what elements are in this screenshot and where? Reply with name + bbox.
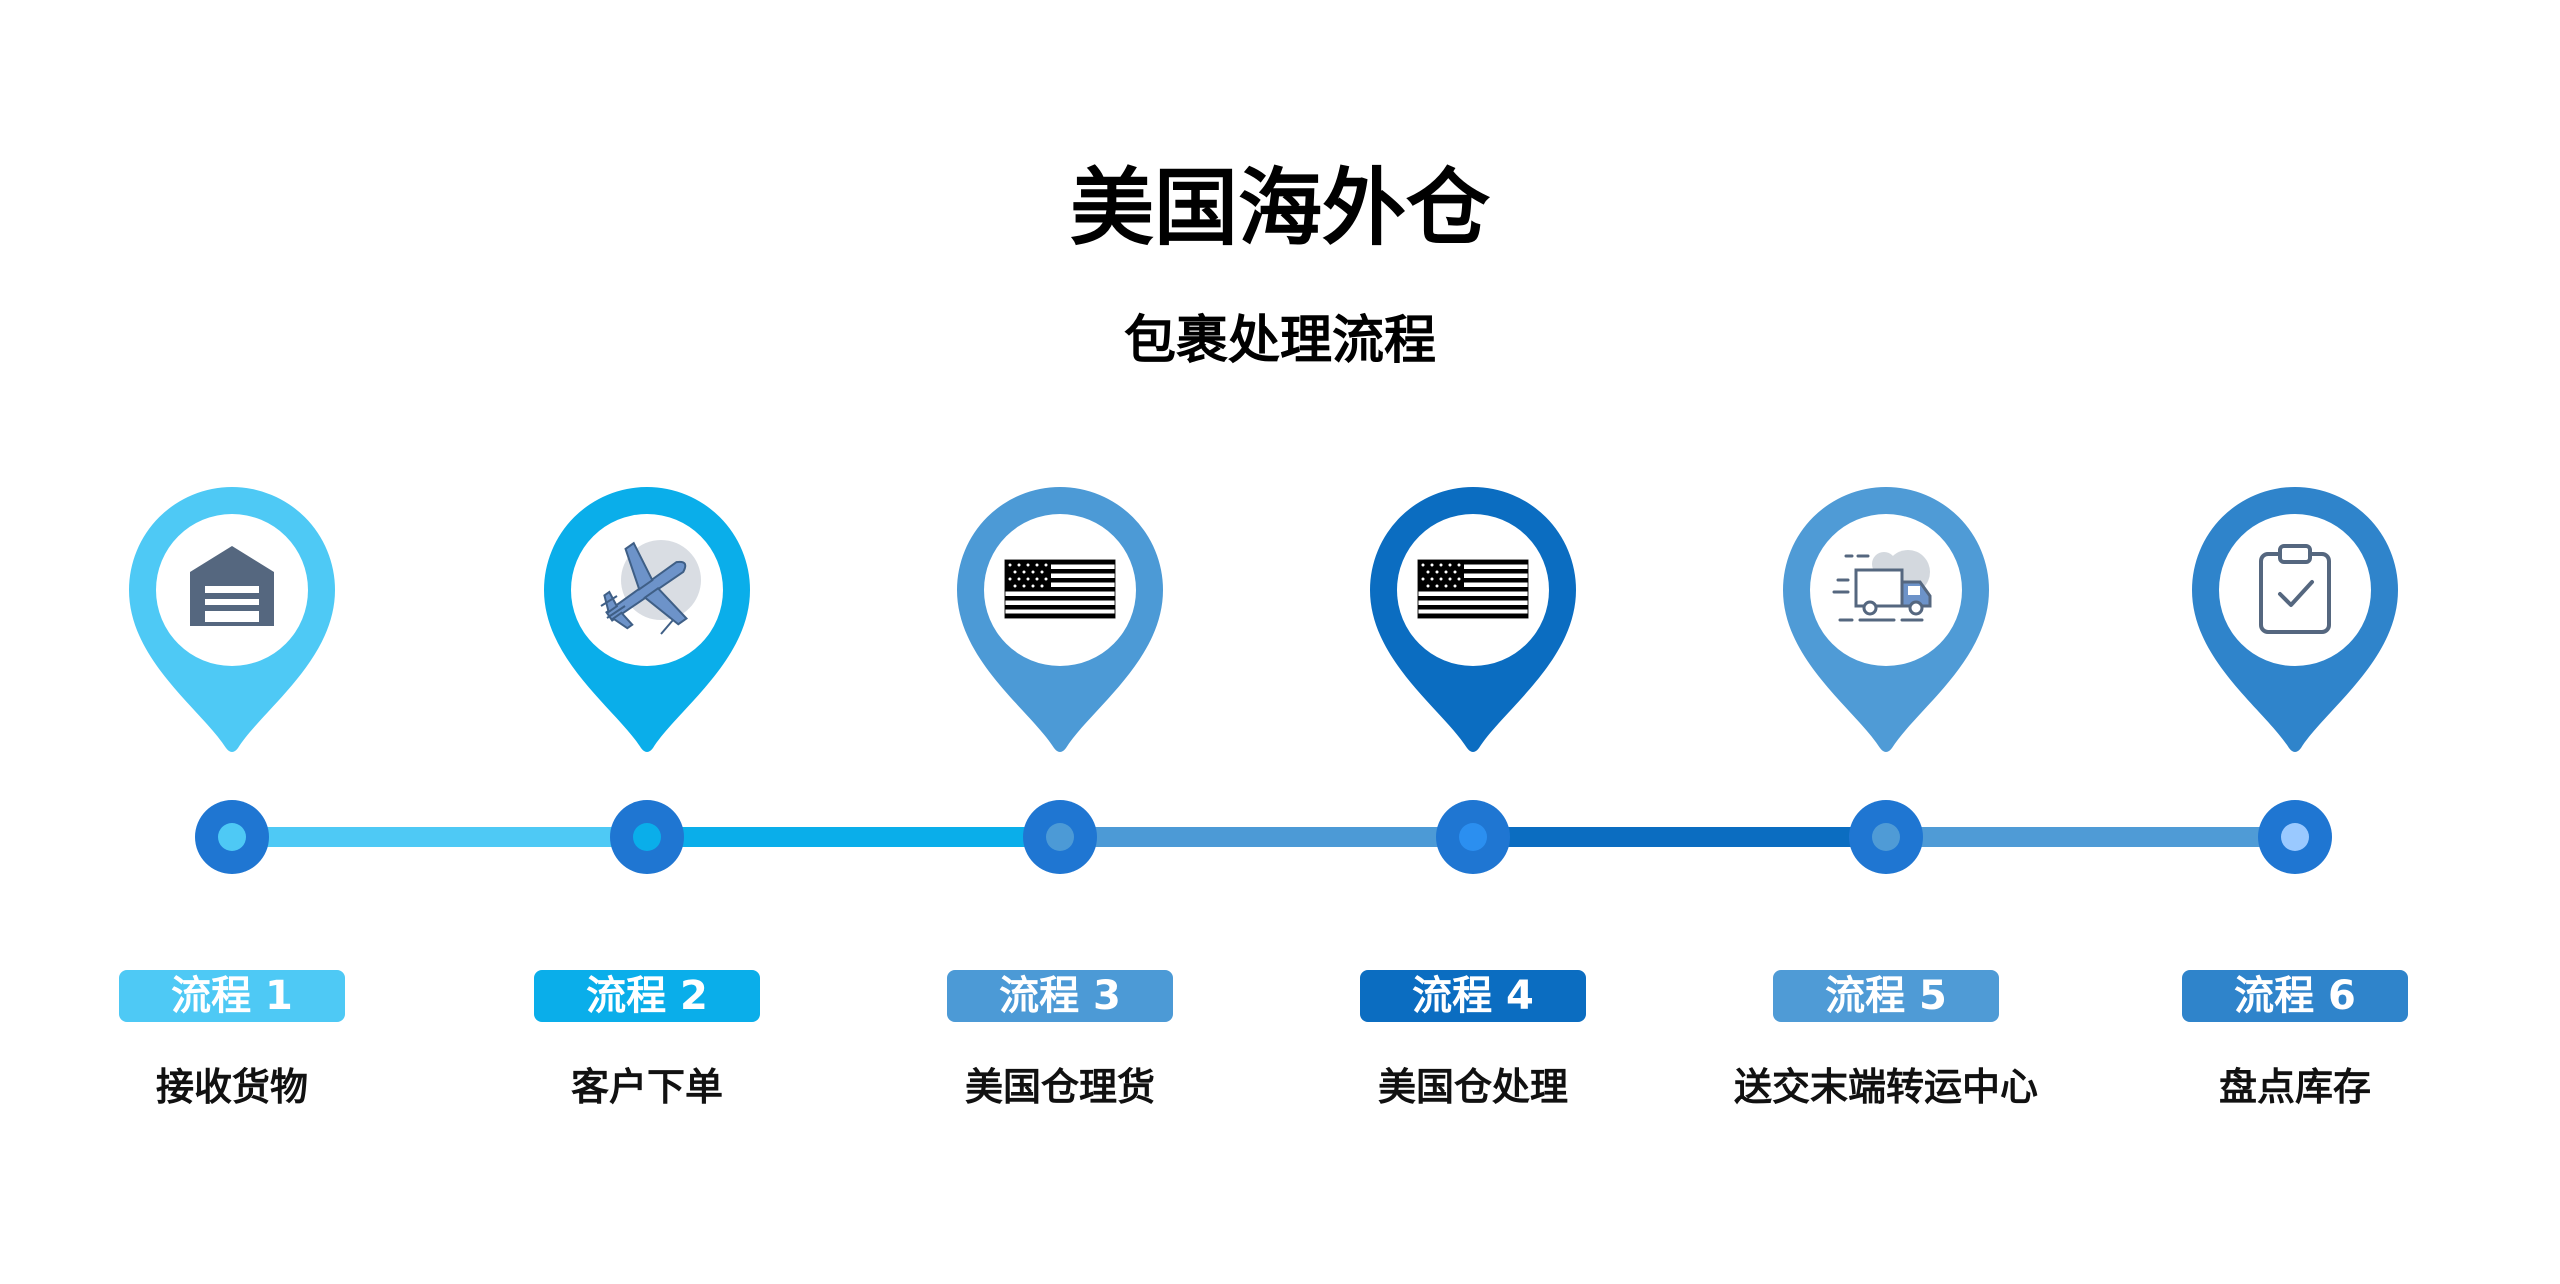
- step-1-badge: 流程 1: [119, 970, 345, 1022]
- clipboard-check-icon: [2259, 544, 2331, 634]
- step-2-name: 客户下单: [570, 1065, 723, 1109]
- timeline-node-2: [610, 800, 684, 874]
- step-1-pin: [129, 487, 335, 752]
- timeline-node-5: [1849, 800, 1923, 874]
- step-3-badge: 流程 3: [947, 970, 1173, 1022]
- us-flag-icon: [1004, 559, 1116, 619]
- step-4-pin: [1370, 487, 1576, 752]
- timeline-node-4: [1436, 800, 1510, 874]
- step-3-pin: [957, 487, 1163, 752]
- timeline-node-6: [2258, 800, 2332, 874]
- timeline-node-1: [195, 800, 269, 874]
- step-5-badge: 流程 5: [1773, 970, 1999, 1022]
- step-5-pin: [1783, 487, 1989, 752]
- step-4-name: 美国仓处理: [1377, 1065, 1568, 1109]
- step-1-name: 接收货物: [155, 1065, 308, 1109]
- timeline-node-3: [1023, 800, 1097, 874]
- step-6-pin: [2192, 487, 2398, 752]
- step-2-pin: [544, 487, 750, 752]
- step-5-name: 送交末端转运中心: [1733, 1065, 2038, 1109]
- step-6-name: 盘点库存: [2218, 1065, 2371, 1109]
- step-4-badge: 流程 4: [1360, 970, 1586, 1022]
- step-3-name: 美国仓理货: [964, 1065, 1155, 1109]
- step-2-badge: 流程 2: [534, 970, 760, 1022]
- page-title: 美国海外仓: [1069, 159, 1490, 257]
- page-subtitle: 包裹处理流程: [1123, 311, 1436, 371]
- step-6-badge: 流程 6: [2182, 970, 2408, 1022]
- us-flag-icon: [1417, 559, 1529, 619]
